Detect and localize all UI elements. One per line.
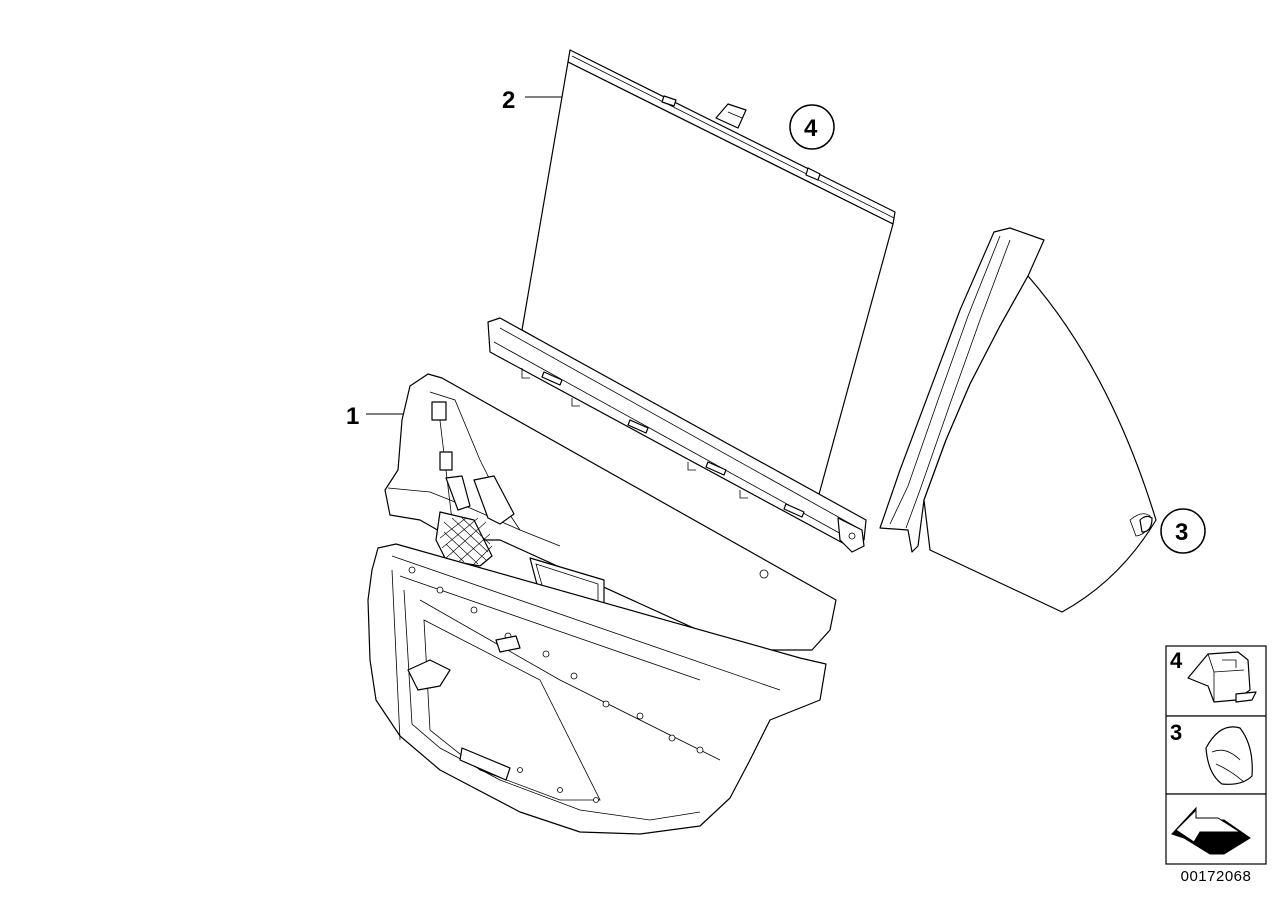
legend-label: 4 (1170, 648, 1183, 673)
callout-3: 3 (1160, 508, 1206, 554)
arrow-direction-icon (1171, 806, 1251, 855)
cap-icon (1205, 726, 1253, 785)
callout-1: 1 (346, 403, 359, 430)
roller-sunblind (487, 49, 896, 553)
speaker-grille (439, 517, 493, 567)
legend-label: 3 (1170, 720, 1182, 745)
side-window-sunblind (879, 227, 1157, 613)
callout-label: 3 (1175, 519, 1188, 546)
callout-4: 4 (789, 104, 835, 150)
callout-label: 2 (502, 87, 515, 114)
clip-holder-icon (1187, 651, 1257, 703)
callout-label: 1 (346, 403, 359, 430)
diagram-number: 00172068 (1180, 868, 1252, 885)
callout-2: 2 (502, 87, 515, 114)
legend-panel: 4 3 (1165, 645, 1267, 865)
callout-label: 4 (804, 115, 818, 142)
door-trim-panel (367, 373, 837, 835)
